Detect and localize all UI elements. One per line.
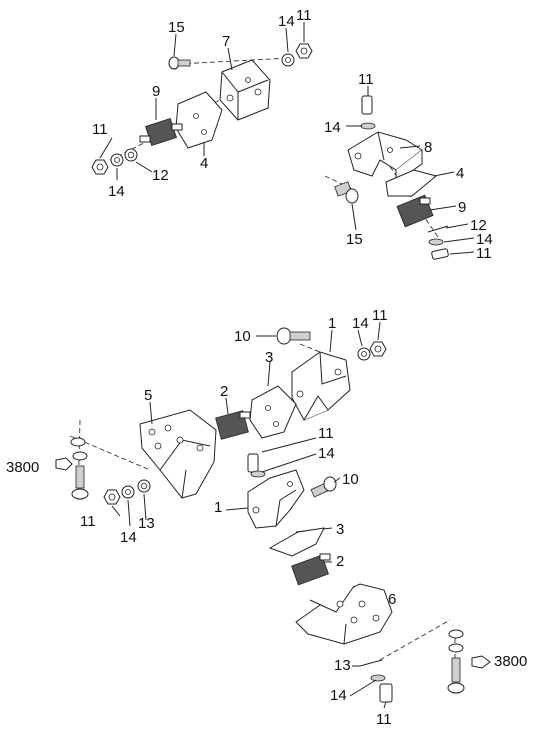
callout-label: 3800 bbox=[494, 653, 527, 670]
callout-label: 2 bbox=[336, 553, 344, 570]
callout-label: 10 bbox=[342, 471, 359, 488]
washer-part-14-lower bbox=[121, 485, 135, 499]
pad-part-3-bottom bbox=[268, 527, 325, 557]
callout-label: 14 bbox=[476, 231, 493, 248]
callout-label: 14 bbox=[324, 119, 341, 136]
callout-label: 11 bbox=[80, 513, 96, 530]
sleeve-part-11-top-right bbox=[361, 95, 373, 115]
callout-label: 3 bbox=[336, 521, 344, 538]
bolt-part-15-right bbox=[334, 181, 359, 204]
nut-part-11-lower bbox=[103, 489, 121, 505]
top-left-assembly bbox=[91, 22, 313, 180]
callout-label: 11 bbox=[296, 7, 312, 24]
bolt-part-15 bbox=[168, 56, 191, 70]
bracket-part-1-mid bbox=[247, 469, 305, 529]
callout-labels: 15 7 14 11 9 11 14 12 4 11 14 8 4 15 9 1… bbox=[6, 7, 527, 728]
washer-part-14-mid2 bbox=[250, 470, 266, 478]
washer-part-14-top bbox=[281, 53, 295, 67]
callout-label: 5 bbox=[144, 387, 152, 404]
washer-part-14-bottom bbox=[370, 674, 386, 682]
callout-label: 11 bbox=[376, 711, 392, 728]
mount-part-2-top bbox=[215, 410, 251, 440]
callout-label: 4 bbox=[200, 155, 208, 172]
sleeve-part-11-mid bbox=[247, 453, 259, 473]
top-right-assembly bbox=[324, 86, 475, 260]
callout-label: 3800 bbox=[6, 459, 39, 476]
nut-part-11-mid bbox=[369, 341, 387, 357]
bracket-part-5 bbox=[139, 409, 217, 499]
callout-label: 7 bbox=[222, 33, 230, 50]
callout-label: 4 bbox=[456, 165, 464, 182]
spring-washer-part-13-lower bbox=[137, 479, 151, 493]
nut-part-11-left bbox=[91, 159, 109, 175]
callout-label: 14 bbox=[352, 315, 369, 332]
callout-label: 3 bbox=[265, 349, 273, 366]
callout-label: 14 bbox=[318, 445, 335, 462]
washer-part-14-mid bbox=[357, 347, 371, 361]
callout-label: 14 bbox=[330, 687, 347, 704]
callout-label: 11 bbox=[92, 121, 108, 138]
callout-label: 9 bbox=[458, 199, 466, 216]
washer-stack-right bbox=[447, 629, 465, 694]
washer-part-14-right bbox=[428, 238, 444, 246]
pad-part-4-top bbox=[175, 91, 223, 149]
callout-label: 2 bbox=[220, 383, 228, 400]
callout-label: 11 bbox=[358, 71, 374, 88]
callout-label: 11 bbox=[372, 307, 388, 324]
callout-label: 11 bbox=[318, 425, 334, 442]
callout-label: 10 bbox=[234, 328, 251, 345]
callout-label: 15 bbox=[346, 231, 363, 248]
callout-label: 14 bbox=[120, 529, 137, 546]
bolt-part-10-mid bbox=[310, 476, 337, 498]
washer-part-14-top-right bbox=[360, 122, 376, 130]
washer-part-14-left bbox=[110, 153, 124, 167]
callout-label: 13 bbox=[334, 657, 351, 674]
callout-label: 12 bbox=[470, 217, 487, 234]
callout-label: 1 bbox=[214, 499, 222, 516]
glue-icon-right bbox=[471, 655, 491, 669]
callout-label: 14 bbox=[278, 13, 295, 30]
bracket-part-7 bbox=[219, 59, 271, 121]
sleeve-part-11-bottom bbox=[379, 683, 393, 703]
sleeve-part-11-right bbox=[431, 248, 449, 260]
callout-label: 9 bbox=[152, 83, 160, 100]
nut-part-11-top bbox=[295, 43, 313, 59]
bolt-part-10-top bbox=[276, 327, 311, 345]
mount-part-9-top bbox=[139, 117, 183, 147]
callout-label: 14 bbox=[108, 183, 125, 200]
bracket-part-8 bbox=[347, 131, 423, 183]
bracket-part-1-top bbox=[291, 351, 351, 421]
callout-label: 6 bbox=[388, 591, 396, 608]
callout-label: 11 bbox=[476, 245, 492, 262]
callout-label: 8 bbox=[424, 139, 432, 156]
spring-washer-part-12-left bbox=[124, 148, 138, 162]
spring-washer-part-12-right bbox=[427, 225, 449, 233]
callout-label: 1 bbox=[328, 315, 336, 332]
callout-label: 13 bbox=[138, 515, 155, 532]
bracket-part-6 bbox=[295, 583, 393, 645]
spring-washer-part-13-bottom bbox=[359, 659, 383, 667]
pad-part-3-top bbox=[249, 385, 297, 439]
washer-stack-left bbox=[70, 437, 89, 500]
pad-part-4-right bbox=[385, 169, 438, 197]
callout-label: 15 bbox=[168, 19, 185, 36]
bottom-assembly bbox=[268, 527, 491, 709]
glue-icon-left bbox=[55, 457, 73, 471]
mount-part-2-bottom bbox=[291, 553, 331, 586]
callout-label: 12 bbox=[152, 167, 169, 184]
mount-part-9-right bbox=[396, 194, 434, 228]
